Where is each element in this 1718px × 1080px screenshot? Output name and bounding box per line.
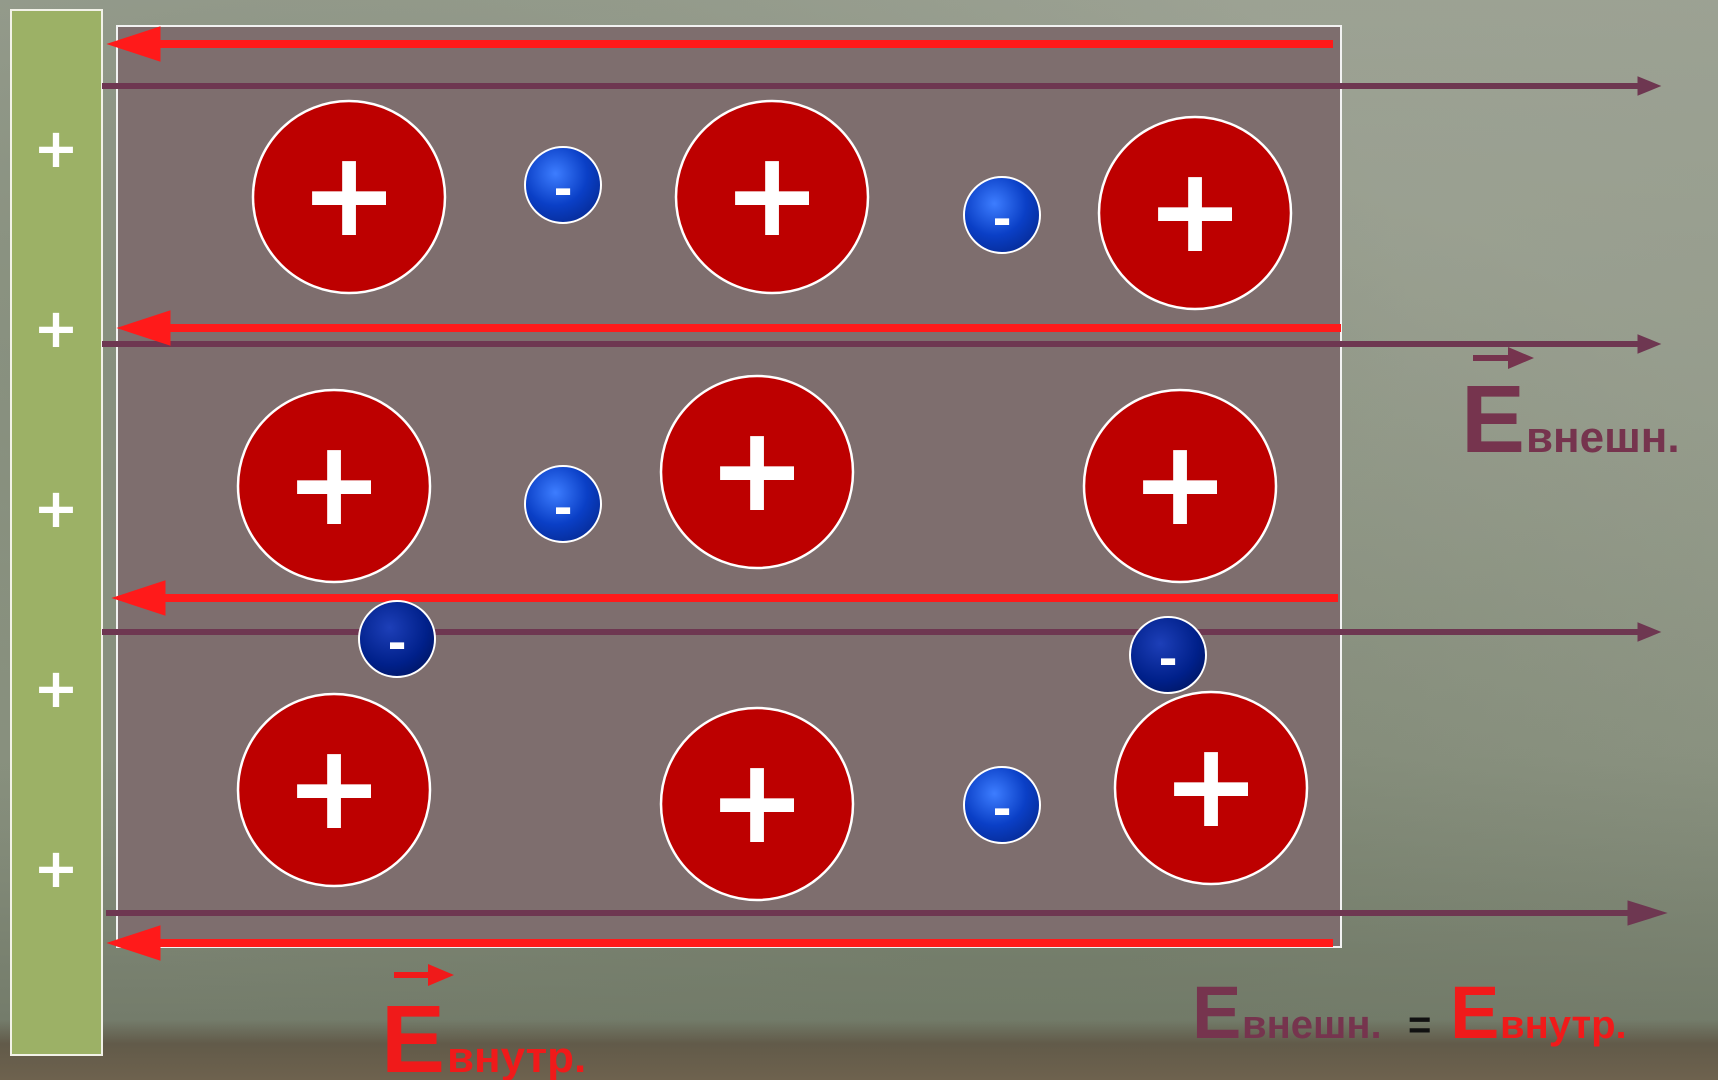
svg-text:-: - [553, 481, 572, 535]
plate-sign: + [33, 657, 78, 720]
field-equation: E внешн. = E внутр. [1192, 971, 1627, 1054]
equation-left-letter: E [1192, 971, 1241, 1054]
positive-ion-icon: + [238, 390, 430, 582]
arrow-icon [1628, 901, 1666, 925]
electron-icon: - [964, 177, 1040, 253]
arrow-icon [1638, 77, 1660, 95]
electron-icon: - [359, 601, 435, 677]
svg-text:-: - [387, 616, 406, 670]
svg-text:-: - [553, 162, 572, 216]
arrow-icon [428, 964, 454, 986]
internal-field-label: E внутр. [381, 964, 586, 1080]
equation-equals: = [1408, 1003, 1431, 1047]
electron-icon: - [1130, 617, 1206, 693]
equation-right-letter: E [1450, 971, 1499, 1054]
svg-text:+: + [723, 125, 822, 263]
positive-ion-icon: + [661, 376, 853, 568]
plate-sign: + [33, 477, 78, 540]
positive-ion-icon: + [1084, 390, 1276, 582]
electron-icon: - [964, 767, 1040, 843]
svg-text:+: + [300, 125, 399, 263]
equation-left-subscript: внешн. [1242, 1003, 1382, 1047]
svg-text:+: + [708, 732, 807, 870]
external-field-letter: E [1461, 366, 1525, 473]
internal-field-letter: E [381, 986, 445, 1080]
plate-sign: + [33, 297, 78, 360]
svg-text:+: + [285, 414, 384, 552]
positive-ion-icon: + [253, 101, 445, 293]
svg-text:+: + [1146, 141, 1245, 279]
positive-ions: + + + + + + + + [238, 101, 1307, 900]
svg-text:-: - [992, 192, 1011, 246]
positive-ion-icon: + [676, 101, 868, 293]
positive-ion-icon: + [1099, 117, 1291, 309]
positive-ion-icon: + [1115, 692, 1307, 884]
svg-text:+: + [1162, 716, 1261, 854]
svg-text:-: - [1158, 632, 1177, 686]
svg-text:+: + [285, 718, 384, 856]
internal-field-subscript: внутр. [447, 1033, 586, 1080]
external-field-subscript: внешн. [1526, 413, 1680, 462]
external-field-label: E внешн. [1461, 347, 1680, 473]
positive-ion-icon: + [238, 694, 430, 886]
svg-text:+: + [708, 400, 807, 538]
equation-right-subscript: внутр. [1500, 1003, 1627, 1047]
arrow-icon [1638, 335, 1660, 353]
svg-text:+: + [1131, 414, 1230, 552]
plate-sign: + [33, 117, 78, 180]
electron-icon: - [525, 147, 601, 223]
positive-ion-icon: + [661, 708, 853, 900]
electron-icon: - [525, 466, 601, 542]
svg-text:-: - [992, 782, 1011, 836]
arrow-icon [1638, 623, 1660, 641]
plate-sign: + [33, 837, 78, 900]
